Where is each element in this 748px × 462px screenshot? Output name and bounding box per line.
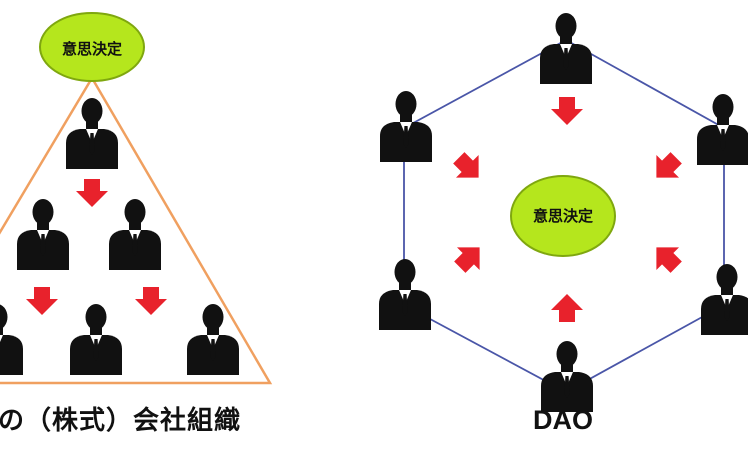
pyramid-organization: [0, 12, 273, 385]
arrow-icon: [447, 146, 490, 189]
businessman-icon: [17, 199, 69, 270]
pyramid-triangle: [0, 75, 273, 385]
arrow-icon: [645, 146, 688, 189]
left-bubble-label: 意思決定: [61, 40, 122, 58]
businessman-icon: [380, 91, 432, 162]
arrow-icon: [645, 236, 688, 279]
right-decision-bubble: [510, 175, 616, 257]
businessman-icon: [109, 199, 161, 270]
arrow-icon: [551, 294, 583, 322]
right-caption: DAO: [533, 405, 593, 435]
left-decision-bubble: [39, 12, 145, 82]
dao-network: [379, 13, 748, 412]
arrow-icon: [551, 97, 583, 125]
arrow-down-icon: [26, 287, 58, 315]
businessman-icon: [70, 304, 122, 375]
businessman-icon: [701, 264, 748, 335]
businessman-icon: [0, 304, 23, 375]
arrow-down-icon: [135, 287, 167, 315]
right-bubble-label: 意思決定: [532, 207, 593, 225]
arrow-icon: [448, 236, 491, 279]
businessman-icon: [697, 94, 748, 165]
left-caption: の（株式）会社組織: [0, 406, 242, 436]
businessman-icon: [540, 13, 592, 84]
businessman-icon: [379, 259, 431, 330]
businessman-icon: [541, 341, 593, 412]
arrow-down-icon: [76, 179, 108, 207]
